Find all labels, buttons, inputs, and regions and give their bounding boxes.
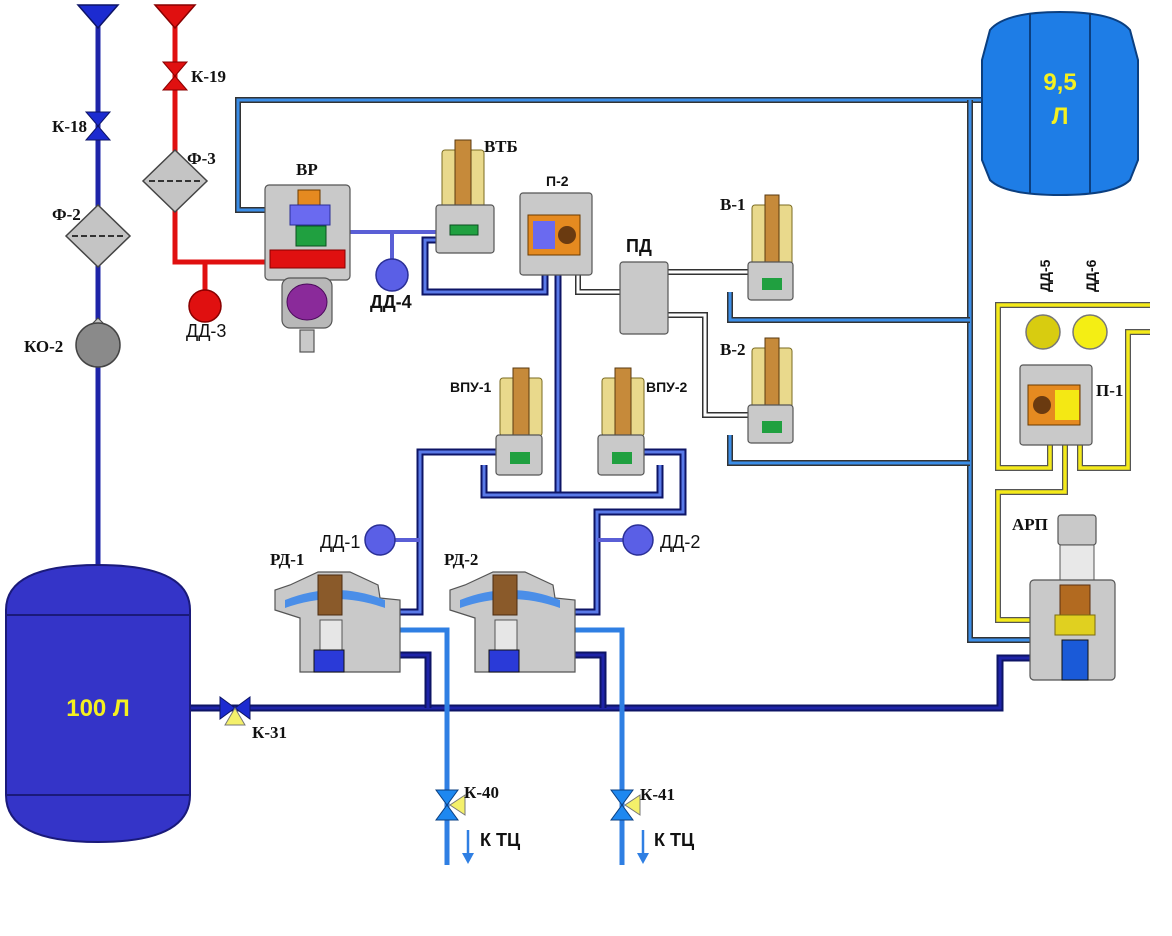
label-arp: АРП	[1012, 515, 1048, 534]
label-vpu2: ВПУ-2	[646, 379, 688, 395]
valve-k18[interactable]	[84, 111, 112, 141]
label-dd1: ДД-1	[320, 532, 360, 552]
gauge-dd2	[622, 524, 654, 556]
label-p1: П-1	[1096, 381, 1123, 400]
label-k41: К-41	[640, 785, 675, 804]
line-vtb-to-p2	[421, 236, 549, 296]
label-k18: К-18	[52, 117, 87, 136]
label-rd1: РД-1	[270, 550, 304, 569]
label-v1: В-1	[720, 195, 746, 214]
label-f2: Ф-2	[52, 205, 81, 224]
small-tank-unit: Л	[1052, 103, 1069, 130]
component-rd2	[449, 571, 576, 673]
component-vpu1	[495, 367, 543, 476]
gauge-dd6	[1072, 314, 1108, 350]
arrow-down-icon	[637, 830, 649, 864]
component-vtb	[435, 139, 495, 254]
valve-k19[interactable]	[161, 61, 189, 91]
gauge-dd4	[375, 258, 409, 292]
component-p2	[519, 192, 593, 276]
label-ko2: КО-2	[24, 337, 63, 356]
gauge-dd5	[1025, 314, 1061, 350]
small-tank-9-5l: 9,5 Л	[981, 10, 1139, 197]
component-rd1	[274, 571, 401, 673]
component-vpu2	[597, 367, 645, 476]
label-vr: ВР	[296, 160, 318, 179]
inlet-red-triangle	[153, 4, 197, 30]
label-dd3: ДД-3	[186, 321, 226, 341]
inlet-blue-triangle	[76, 4, 120, 30]
line-vpu2-to-rd2	[575, 448, 687, 616]
label-dd4: ДД-4	[370, 292, 412, 312]
label-vpu1: ВПУ-1	[450, 379, 492, 395]
component-v1	[747, 194, 794, 301]
line-to-small-tank	[235, 97, 1030, 643]
valve-k41[interactable]	[610, 789, 641, 821]
label-p2: П-2	[546, 173, 569, 189]
line-output-k41	[575, 627, 625, 865]
label-dd5: ДД-5	[1037, 259, 1053, 292]
label-k19: К-19	[191, 67, 226, 86]
label-vtb: ВТБ	[484, 137, 518, 156]
arrow-down-icon	[462, 830, 474, 864]
component-v2	[747, 337, 794, 444]
label-to-tc-2: К ТЦ	[654, 830, 695, 850]
gauge-dd3	[188, 289, 222, 323]
line-p2-to-pd	[575, 270, 620, 295]
label-k31: К-31	[252, 723, 287, 742]
label-v2: В-2	[720, 340, 746, 359]
component-p1	[1019, 364, 1093, 446]
label-dd6: ДД-6	[1083, 259, 1099, 292]
label-k40: К-40	[464, 783, 499, 802]
component-vr	[264, 184, 351, 353]
small-tank-volume: 9,5	[1043, 69, 1076, 96]
line-p2-to-vpu	[480, 270, 664, 499]
label-pd: ПД	[626, 236, 652, 256]
label-f3: Ф-3	[187, 149, 216, 168]
label-dd2: ДД-2	[660, 532, 700, 552]
line-pd-to-valves	[668, 269, 748, 418]
label-to-tc-1: К ТЦ	[480, 830, 521, 850]
component-pd	[619, 261, 669, 335]
label-rd2: РД-2	[444, 550, 478, 569]
check-valve-ko2	[75, 317, 121, 368]
filter-f2	[64, 203, 132, 269]
line-output-k40	[400, 627, 450, 865]
main-tank-100l: 100 Л	[5, 563, 191, 844]
gauge-dd1	[364, 524, 396, 556]
line-main-supply	[190, 651, 1030, 712]
pilot-lines-yellow	[995, 302, 1150, 623]
filter-f3	[141, 148, 209, 214]
valve-k40[interactable]	[435, 789, 466, 821]
line-vpu1-to-rd1	[395, 448, 500, 616]
component-arp	[1029, 514, 1116, 681]
main-tank-volume: 100 Л	[66, 695, 130, 722]
valve-k31[interactable]	[219, 696, 251, 726]
